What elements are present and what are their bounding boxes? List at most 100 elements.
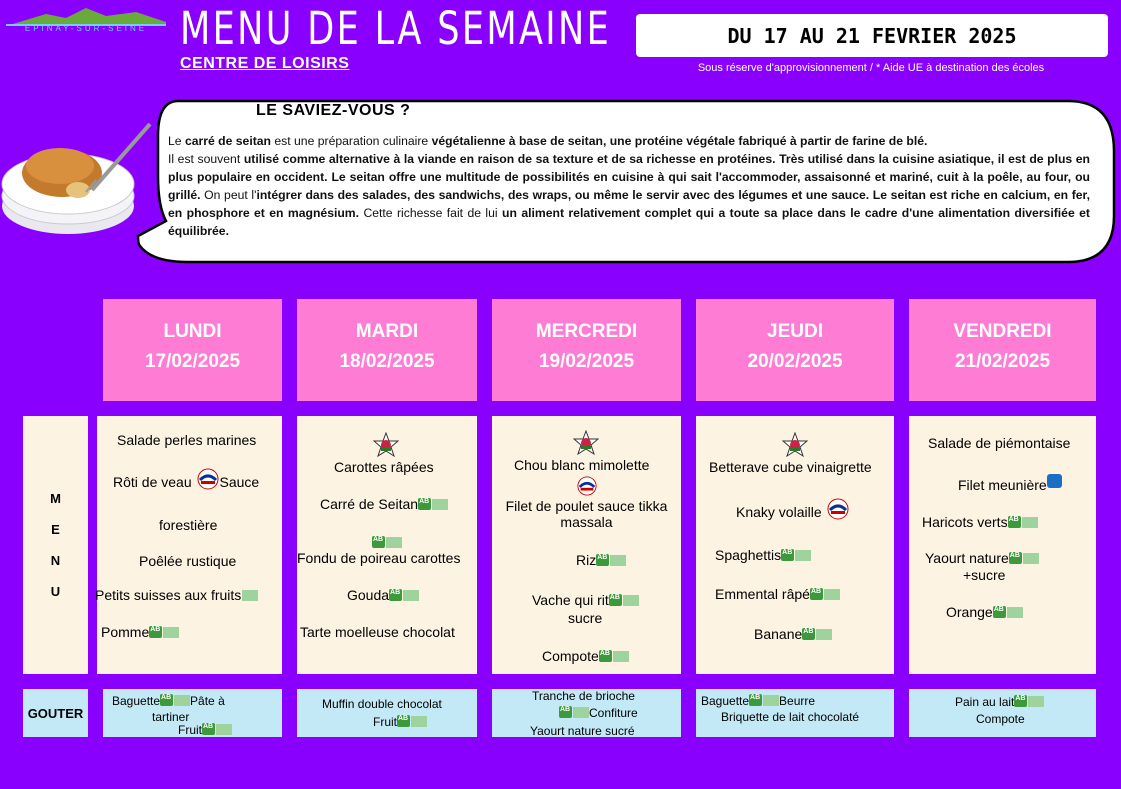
- fait-maison-star-icon: [373, 432, 399, 458]
- menu-jeudi: Betterave cube vinaigrette Knaky volaill…: [696, 416, 894, 674]
- gouter-item: Fruit: [373, 715, 427, 729]
- eu-aid-icon: [403, 590, 420, 601]
- menu-item: Vache qui rit: [532, 592, 639, 608]
- gouter-item: tartiner: [152, 710, 190, 724]
- menu-item: Spaghettis: [715, 547, 812, 563]
- menu-item: Poêlée rustique: [139, 553, 237, 569]
- day-name: JEUDI: [767, 321, 823, 342]
- menu-lundi: Salade perles marines Rôti de veau Sauce…: [95, 416, 282, 674]
- organic-label-icon: [160, 694, 174, 706]
- fait-maison-star-icon: [573, 430, 599, 456]
- supply-note: Sous réserve d'approvisionnement / * Aid…: [697, 62, 1045, 74]
- menu-item: Orange: [946, 604, 1023, 620]
- organic-label-icon: [802, 628, 816, 640]
- eu-aid-icon: [411, 716, 427, 727]
- eu-aid-icon: [163, 627, 180, 638]
- info-text: Le carré de seitan est une préparation c…: [168, 134, 1091, 238]
- organic-label-icon: [1008, 552, 1022, 564]
- menu-item: Tarte moelleuse chocolat: [300, 624, 455, 640]
- day-name: MERCREDI: [535, 321, 638, 342]
- gouter-item: Pain au lait: [955, 695, 1045, 709]
- eu-aid-icon: [1028, 696, 1045, 707]
- menu-label: M E N U: [23, 416, 88, 674]
- gouter-item: BaguettePâte à: [112, 694, 225, 708]
- organic-label-icon: [598, 650, 612, 662]
- menu-item: Salade de piémontaise: [928, 435, 1071, 451]
- menu-item: Carré de Seitan: [320, 496, 449, 512]
- eu-aid-icon: [1022, 553, 1039, 564]
- menu-item: Rôti de veau Sauce: [113, 468, 259, 490]
- gouter-item: Confiture: [559, 706, 638, 720]
- day-date: 18/02/2025: [339, 351, 435, 372]
- label-rouge-icon: [827, 498, 848, 520]
- organic-label-icon: [608, 594, 622, 606]
- day-date: 17/02/2025: [144, 351, 241, 372]
- organic-label-icon: [809, 588, 823, 600]
- menu-item: Salade perles marines: [117, 432, 257, 448]
- organic-label-icon: [418, 498, 432, 510]
- organic-label-icon: [202, 723, 215, 735]
- eu-aid-icon: [610, 555, 627, 566]
- organic-label-icon: [372, 536, 385, 548]
- menu-item: sucre: [568, 610, 603, 626]
- eu-aid-icon: [573, 707, 589, 718]
- menu-item: Fondu de poireau carottes: [297, 550, 461, 566]
- day-date: 21/02/2025: [954, 351, 1051, 372]
- menu-mercredi: Chou blanc mimolette Filet de poulet sau…: [492, 416, 681, 674]
- page-subtitle: CENTRE DE LOISIRS: [180, 55, 350, 72]
- eu-aid-icon: [622, 595, 639, 606]
- menu-item: Knaky volaille: [736, 498, 850, 520]
- organic-label-icon: [1007, 516, 1021, 528]
- town-name: ÉPINAY-SUR-SEINE: [24, 24, 148, 33]
- gouter-item: Tranche de brioche: [532, 689, 635, 703]
- gouter-item: Yaourt nature sucré: [530, 724, 635, 738]
- day-date: 19/02/2025: [538, 351, 635, 372]
- day-header-mercredi: MERCREDI 19/02/2025: [492, 299, 681, 401]
- day-header-jeudi: JEUDI 20/02/2025: [696, 299, 894, 401]
- gouter-lundi: BaguettePâte à tartiner Fruit: [103, 689, 282, 737]
- eu-aid-icon: [823, 589, 840, 600]
- organic-label-icon: [992, 606, 1006, 618]
- organic-label-icon: [596, 554, 610, 566]
- menu-item: Betterave cube vinaigrette: [709, 459, 872, 475]
- eu-aid-icon: [795, 550, 812, 561]
- menu-item: forestière: [159, 517, 218, 533]
- page-title: MENU DE LA SEMAINE: [180, 2, 612, 55]
- seitan-plate-image: [1, 122, 152, 234]
- fait-maison-star-icon: [782, 432, 808, 458]
- day-date: 20/02/2025: [747, 351, 843, 372]
- organic-label-icon: [781, 549, 795, 561]
- menu-item: Emmental râpé: [715, 586, 840, 602]
- town-logo: [6, 8, 166, 26]
- eu-aid-icon: [432, 499, 449, 510]
- organic-label-icon: [1014, 695, 1028, 707]
- gouter-label: GOUTER: [23, 689, 88, 737]
- day-name: MARDI: [355, 321, 419, 342]
- gouter-item: BaguetteBeurre: [701, 694, 815, 708]
- eu-aid-icon: [816, 629, 833, 640]
- organic-label-icon: [397, 715, 410, 727]
- organic-label-icon: [749, 694, 763, 706]
- gouter-vendredi: Pain au lait Compote: [909, 689, 1096, 737]
- menu-item: Carottes râpées: [334, 459, 434, 475]
- day-header-lundi: LUNDI 17/02/2025: [103, 299, 282, 401]
- menu-mardi: Carottes râpées Carré de Seitan Fondu de…: [297, 416, 477, 674]
- label-rouge-icon: [577, 476, 597, 496]
- organic-label-icon: [149, 626, 163, 638]
- menu-item: Gouda: [347, 587, 420, 603]
- date-range: DU 17 AU 21 FEVRIER 2025: [636, 14, 1108, 57]
- eu-aid-icon: [1006, 607, 1023, 618]
- info-heading: LE SAVIEZ-VOUS ?: [256, 102, 411, 119]
- label-rouge-icon: [197, 468, 218, 490]
- eu-aid-icon: [612, 651, 629, 662]
- day-name: LUNDI: [163, 321, 222, 342]
- eu-aid-icon: [174, 695, 191, 706]
- eu-aid-icon: [763, 695, 780, 706]
- menu-item: Filet de poulet sauce tikka massala: [505, 498, 668, 530]
- gouter-mercredi: Tranche de brioche Confiture Yaourt natu…: [492, 689, 681, 738]
- eu-aid-icon: [1021, 517, 1038, 528]
- menu-item: Filet meunière: [958, 474, 1062, 493]
- info-bubble: [136, 99, 1116, 264]
- menu-item: Chou blanc mimolette: [514, 457, 650, 473]
